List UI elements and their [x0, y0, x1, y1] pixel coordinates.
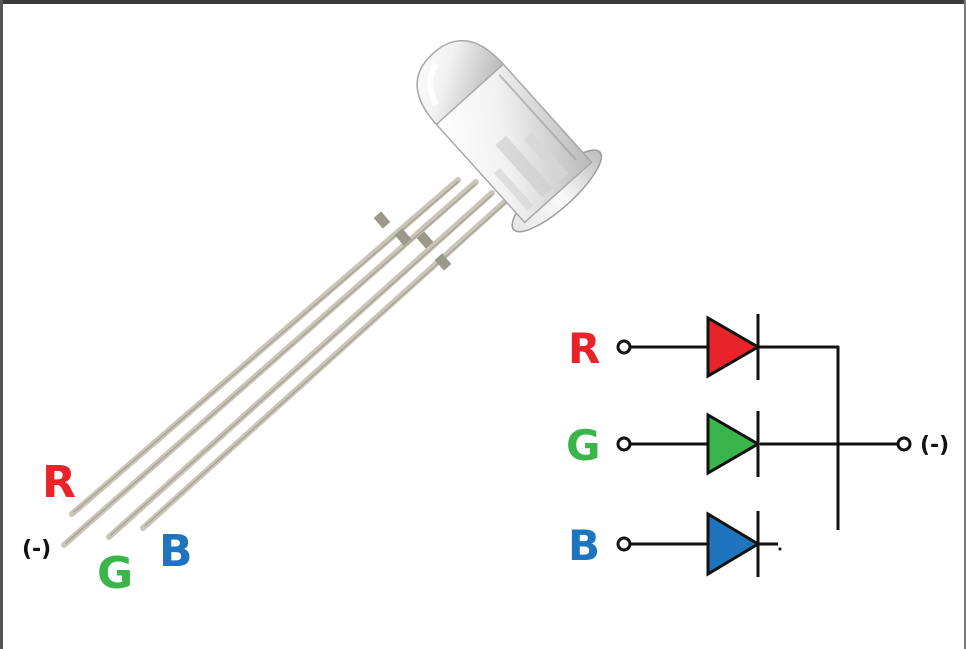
diode-green	[616, 411, 761, 477]
schematic-label-red: R	[568, 324, 600, 373]
led-body	[416, 39, 603, 233]
terminal-blue	[616, 536, 632, 552]
schematic-label-cathode: (-)	[920, 433, 949, 458]
diode-triangle-red	[706, 315, 761, 379]
diode-triangle-blue	[706, 511, 761, 577]
photo-label-red: R	[42, 457, 76, 508]
cathode-terminal	[896, 436, 912, 452]
schematic: R G B (-)	[566, 314, 949, 577]
window-frame-top	[0, 0, 966, 4]
schematic-label-blue: B	[568, 521, 600, 570]
diode-triangle-green	[706, 412, 761, 476]
terminal-green	[616, 436, 632, 452]
photo-label-cathode: (-)	[22, 537, 51, 562]
terminal-red	[616, 339, 632, 355]
diode-red	[616, 314, 839, 380]
photo-label-green: G	[97, 548, 133, 599]
window-frame-right	[964, 0, 966, 649]
schematic-label-green: G	[566, 421, 600, 470]
led-photo: R (-) G B	[22, 39, 603, 599]
diode-blue	[616, 511, 782, 577]
photo-label-blue: B	[159, 526, 193, 577]
window-frame-left	[0, 0, 3, 649]
led-leads	[61, 177, 512, 548]
led-dome	[416, 39, 505, 126]
